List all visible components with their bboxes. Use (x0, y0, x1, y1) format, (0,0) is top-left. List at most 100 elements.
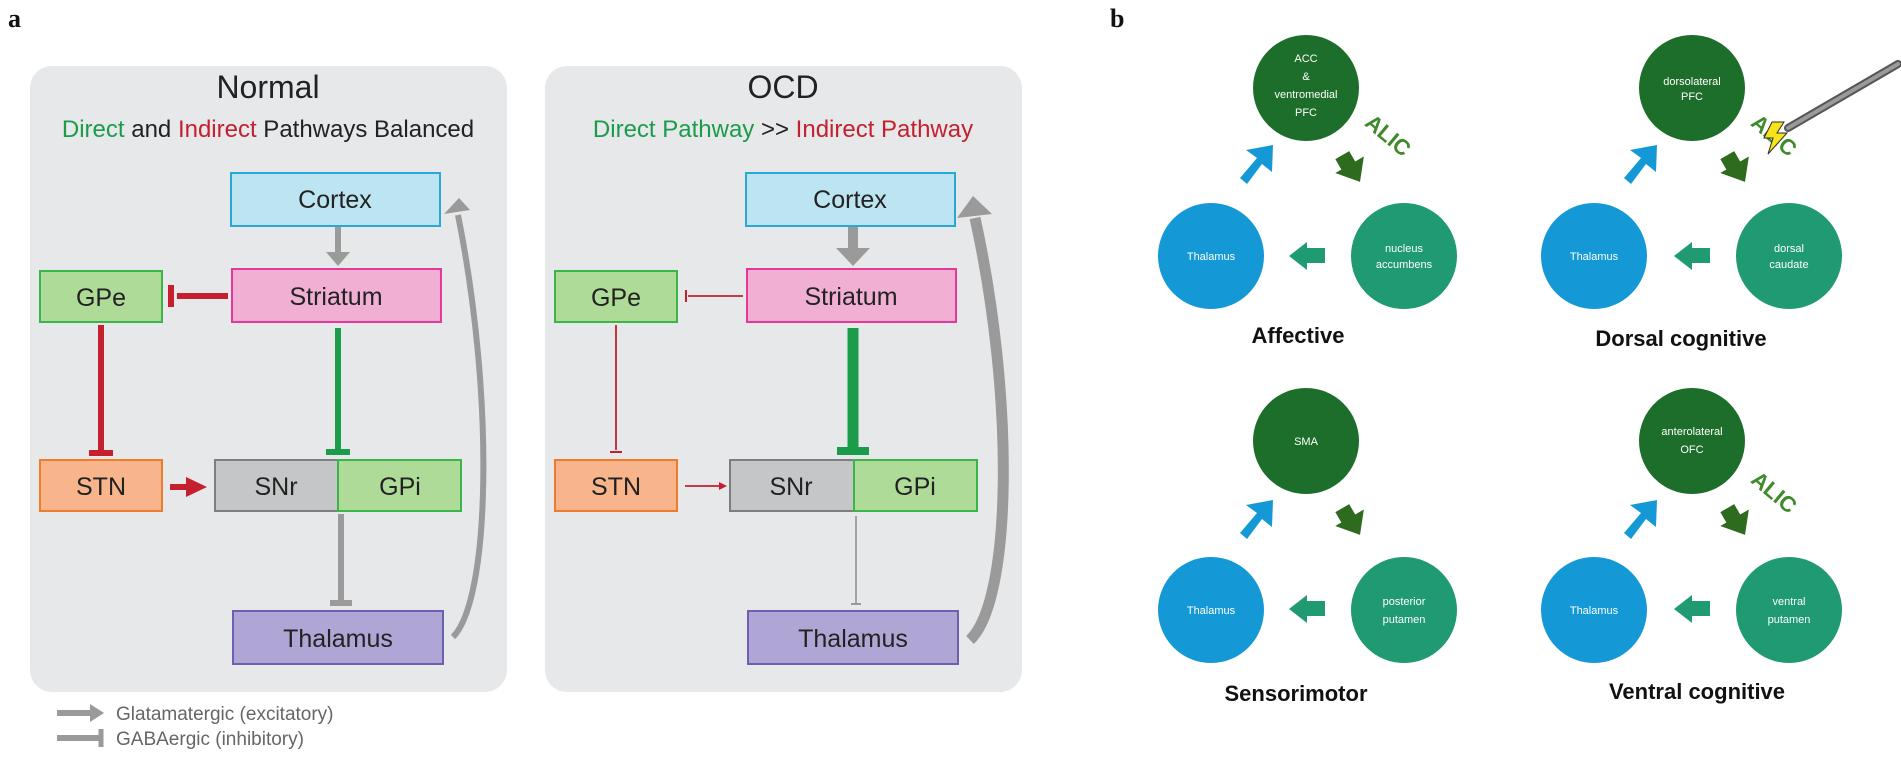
dorsal-cognitive-thalamus-label: Thalamus (1570, 251, 1619, 263)
normal-thalamus-box (232, 610, 444, 665)
circuit-ventral-cognitive: anterolateral OFC Thalamus ventral putam… (1541, 388, 1842, 704)
normal-thalamus-cortex-arrowhead (444, 198, 470, 214)
sensorimotor-title: Sensorimotor (1224, 681, 1367, 706)
ocd-stn-box (554, 459, 678, 512)
ocd-gpe-box (554, 270, 678, 323)
ventral-cognitive-alic-label: ALIC (1746, 466, 1801, 518)
affective-striatum-thalamus-arrow (1289, 242, 1325, 270)
sensorimotor-thalamus-cortex-arrow (1240, 500, 1273, 539)
ocd-striatum-box (746, 268, 957, 323)
ocd-gpi-label: GPi (894, 473, 936, 501)
ventral-cognitive-striatum-node (1736, 557, 1842, 663)
ocd-title: OCD (747, 69, 818, 105)
normal-striatum-box (231, 268, 442, 323)
affective-striatum-line-2: accumbens (1376, 259, 1433, 271)
normal-stn-box (39, 459, 163, 512)
affective-cortex-node (1253, 35, 1359, 141)
legend-excitatory-label: Glatamatergic (excitatory) (116, 704, 334, 725)
ocd-subtitle-gt: >> (754, 116, 795, 143)
dorsal-cognitive-cortex-striatum-arrow (1720, 151, 1749, 182)
ventral-cognitive-striatum-line-2: putamen (1768, 614, 1811, 626)
ocd-cortex-label: Cortex (813, 186, 887, 214)
ocd-thalamus-label: Thalamus (798, 625, 908, 653)
affective-cortex-striatum-arrow (1335, 151, 1364, 182)
normal-gpi-box (337, 459, 462, 512)
circuit-dorsal-cognitive: dorsolateral PFC Thalamus dorsal caudate… (1541, 35, 1901, 351)
normal-stn-snr-arrowhead (186, 477, 207, 497)
ventral-cognitive-striatum-thalamus-arrow (1674, 595, 1710, 623)
sensorimotor-striatum-line-1: posterior (1383, 596, 1426, 608)
ocd-subtitle-indirect: Indirect Pathway (796, 116, 973, 143)
ocd-gpi-box (853, 459, 978, 512)
ocd-subtitle: Direct Pathway >> Indirect Pathway (593, 116, 973, 143)
ocd-thalamus-box (747, 610, 959, 665)
dorsal-cognitive-cortex-node (1639, 35, 1745, 141)
dorsal-cognitive-striatum-node (1736, 203, 1842, 309)
ocd-thalamus-cortex-curve (965, 216, 1009, 644)
ocd-thalamus-cortex-arrowhead (957, 196, 992, 218)
normal-striatum-label: Striatum (289, 283, 382, 311)
affective-thalamus-label: Thalamus (1187, 251, 1236, 263)
ventral-cognitive-thalamus-node (1541, 557, 1647, 663)
ocd-striatum-label: Striatum (804, 283, 897, 311)
ocd-subtitle-direct: Direct Pathway (593, 116, 754, 143)
ocd-cortex-box (745, 172, 956, 227)
normal-thalamus-label: Thalamus (283, 625, 393, 653)
normal-cortex-striatum-arrowhead (326, 252, 350, 266)
normal-cortex-box (230, 172, 441, 227)
circuit-sensorimotor: SMA Thalamus posterior putamen Sensorimo… (1158, 388, 1457, 706)
dorsal-cognitive-cortex-line-2: PFC (1681, 91, 1703, 103)
affective-striatum-line-1: nucleus (1385, 243, 1423, 255)
dorsal-cognitive-thalamus-cortex-arrow (1624, 145, 1657, 184)
sensorimotor-thalamus-node (1158, 557, 1264, 663)
normal-gpe-box (39, 270, 163, 323)
dorsal-cognitive-thalamus-node (1541, 203, 1647, 309)
legend-excitatory-arrowhead (90, 704, 104, 722)
sensorimotor-striatum-line-2: putamen (1383, 614, 1426, 626)
ventral-cognitive-thalamus-label: Thalamus (1570, 605, 1619, 617)
sensorimotor-striatum-node (1351, 557, 1457, 663)
normal-stn-label: STN (76, 473, 126, 501)
ocd-snr-label: SNr (769, 473, 812, 501)
ventral-cognitive-striatum-line-1: ventral (1772, 596, 1805, 608)
circuit-affective: ACC & ventromedial PFC Thalamus nucleus … (1158, 35, 1457, 348)
affective-thalamus-node (1158, 203, 1264, 309)
normal-subtitle-rest: Pathways Balanced (257, 116, 474, 143)
ventral-cognitive-cortex-line-1: anterolateral (1661, 426, 1722, 438)
stimulation-bolt-icon (1763, 121, 1789, 155)
normal-cortex-label: Cortex (298, 186, 372, 214)
affective-cortex-line-3: ventromedial (1275, 89, 1338, 101)
ventral-cognitive-cortex-striatum-arrow (1720, 504, 1749, 535)
dorsal-cognitive-title: Dorsal cognitive (1595, 326, 1766, 351)
normal-gpe-label: GPe (76, 284, 126, 312)
normal-subtitle-direct: Direct (62, 116, 125, 143)
affective-title: Affective (1252, 323, 1345, 348)
sensorimotor-cortex-line-1: SMA (1294, 436, 1319, 448)
sensorimotor-striatum-thalamus-arrow (1289, 595, 1325, 623)
legend-inhibitory-label: GABAergic (inhibitory) (116, 729, 304, 750)
ocd-stn-label: STN (591, 473, 641, 501)
sensorimotor-cortex-striatum-arrow (1335, 504, 1364, 535)
ocd-cortex-striatum-arrowhead (836, 248, 870, 266)
dorsal-cognitive-striatum-thalamus-arrow (1674, 242, 1710, 270)
ocd-snr-box (729, 459, 855, 512)
panel-label-b: b (1110, 4, 1124, 33)
ventral-cognitive-cortex-node (1639, 388, 1745, 494)
normal-subtitle: Direct and Indirect Pathways Balanced (62, 116, 474, 143)
affective-thalamus-cortex-arrow (1240, 145, 1273, 184)
ocd-stn-snr-arrowhead (719, 482, 727, 490)
panel-label-a: a (8, 4, 21, 33)
ventral-cognitive-thalamus-cortex-arrow (1624, 500, 1657, 539)
dorsal-cognitive-cortex-line-1: dorsolateral (1663, 76, 1720, 88)
ocd-gpe-label: GPe (591, 284, 641, 312)
affective-cortex-line-2: & (1302, 71, 1310, 83)
affective-alic-label: ALIC (1360, 109, 1415, 161)
affective-striatum-node (1351, 203, 1457, 309)
normal-subtitle-and: and (125, 116, 178, 143)
sensorimotor-thalamus-label: Thalamus (1187, 605, 1236, 617)
ventral-cognitive-title: Ventral cognitive (1609, 679, 1785, 704)
normal-snr-label: SNr (254, 473, 297, 501)
sensorimotor-cortex-node (1253, 388, 1359, 494)
normal-thalamus-cortex-curve (450, 214, 487, 640)
